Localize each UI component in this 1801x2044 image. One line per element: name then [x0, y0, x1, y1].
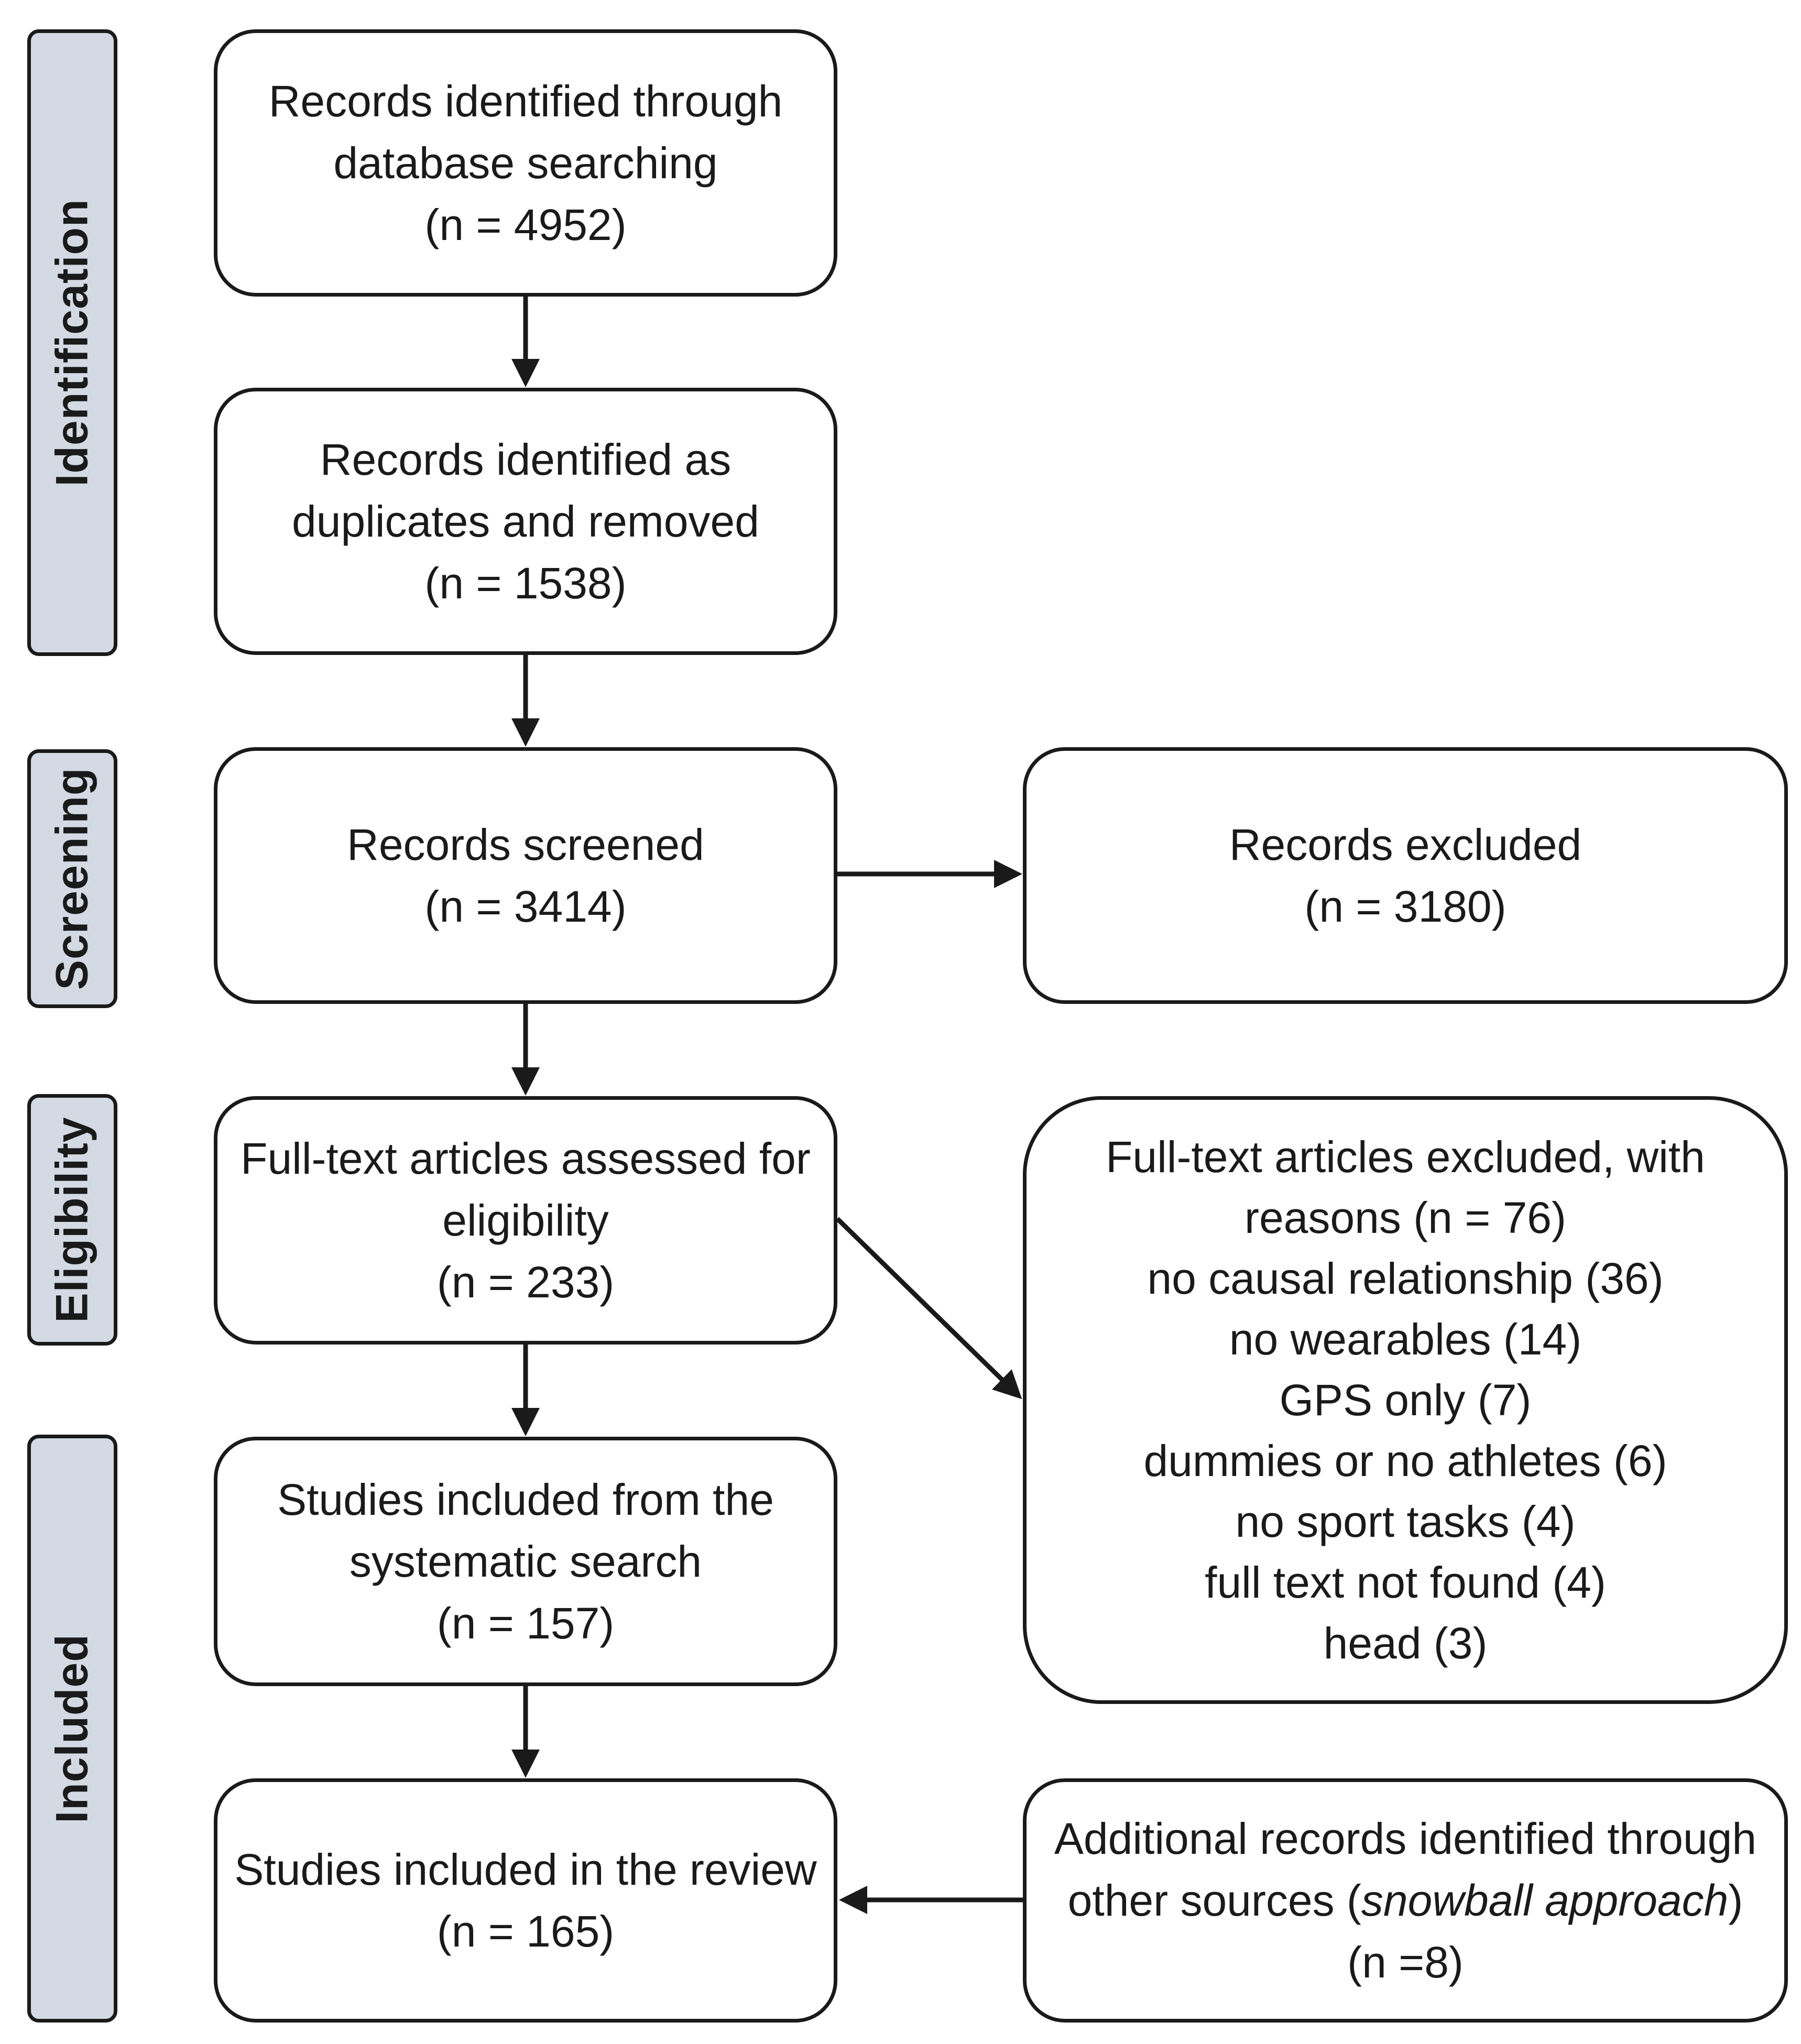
box-studies-systematic-count: (n = 157) [436, 1599, 615, 1648]
reason-head: head (3) [1323, 1619, 1488, 1668]
box-fulltext-assessed-count: (n = 233) [436, 1258, 615, 1307]
box-fulltext-excluded-line-1: Full-text articles excluded, with [1106, 1132, 1705, 1182]
box-studies-systematic-line-2: systematic search [349, 1537, 702, 1586]
reason-no-wearables: no wearables (14) [1229, 1315, 1582, 1364]
arrow-fulltext-to-fulltext-excluded [835, 1217, 1022, 1400]
box-records-excluded-count: (n = 3180) [1304, 882, 1507, 931]
box-additional-records-count: (n =8) [1347, 1938, 1464, 1987]
phase-screening: Screening [27, 749, 117, 1008]
box-records-identified-line-2: database searching [333, 138, 718, 188]
box-records-excluded: Records excluded (n = 3180) [1023, 747, 1788, 1004]
phase-included: Included [27, 1435, 117, 2023]
box-additional-records-line-2: other sources (snowball approach) [1068, 1870, 1743, 1931]
phase-eligibility: Eligibility [27, 1094, 117, 1346]
box-duplicates-removed: Records identified as duplicates and rem… [214, 388, 837, 655]
additional-line2-prefix: other sources ( [1067, 1876, 1361, 1925]
box-studies-review-line-1: Studies included in the review [234, 1845, 817, 1894]
box-studies-systematic-line-1: Studies included from the [277, 1475, 774, 1524]
additional-line2-italic: snowball approach [1361, 1876, 1729, 1925]
box-duplicates-removed-line-1: Records identified as [320, 435, 732, 484]
box-duplicates-removed-line-2: duplicates and removed [292, 497, 759, 546]
reason-no-sport-tasks: no sport tasks (4) [1235, 1497, 1576, 1546]
box-additional-records: Additional records identified through ot… [1023, 1778, 1788, 2023]
box-records-excluded-line-1: Records excluded [1229, 820, 1582, 869]
reason-dummies-or-no-athletes: dummies or no athletes (6) [1143, 1436, 1667, 1485]
box-fulltext-assessed-line-2: eligibility [442, 1196, 609, 1245]
box-fulltext-assessed-line-1: Full-text articles assessed for [241, 1134, 811, 1183]
box-records-screened-line-1: Records screened [347, 820, 704, 869]
box-fulltext-assessed: Full-text articles assessed for eligibil… [214, 1096, 837, 1345]
box-records-identified: Records identified through database sear… [214, 29, 837, 297]
box-studies-review-count: (n = 165) [436, 1907, 615, 1956]
box-fulltext-excluded-line-2: reasons (n = 76) [1244, 1193, 1566, 1242]
additional-line2-suffix: ) [1728, 1876, 1743, 1925]
box-records-identified-count: (n = 4952) [424, 200, 627, 249]
box-records-identified-line-1: Records identified through [268, 76, 783, 126]
box-records-screened-count: (n = 3414) [424, 882, 627, 931]
reason-full-text-not-found: full text not found (4) [1205, 1558, 1606, 1607]
box-studies-systematic: Studies included from the systematic sea… [214, 1437, 837, 1686]
box-duplicates-removed-count: (n = 1538) [424, 559, 627, 608]
reason-no-causal-relationship: no causal relationship (36) [1147, 1254, 1664, 1303]
phase-identification: Identification [27, 29, 117, 656]
box-additional-records-line-1: Additional records identified through [1054, 1814, 1757, 1863]
reason-gps-only: GPS only (7) [1279, 1375, 1532, 1425]
box-fulltext-excluded: Full-text articles excluded, with reason… [1023, 1096, 1788, 1704]
box-studies-review: Studies included in the review (n = 165) [214, 1778, 837, 2023]
box-records-screened: Records screened (n = 3414) [214, 747, 837, 1004]
